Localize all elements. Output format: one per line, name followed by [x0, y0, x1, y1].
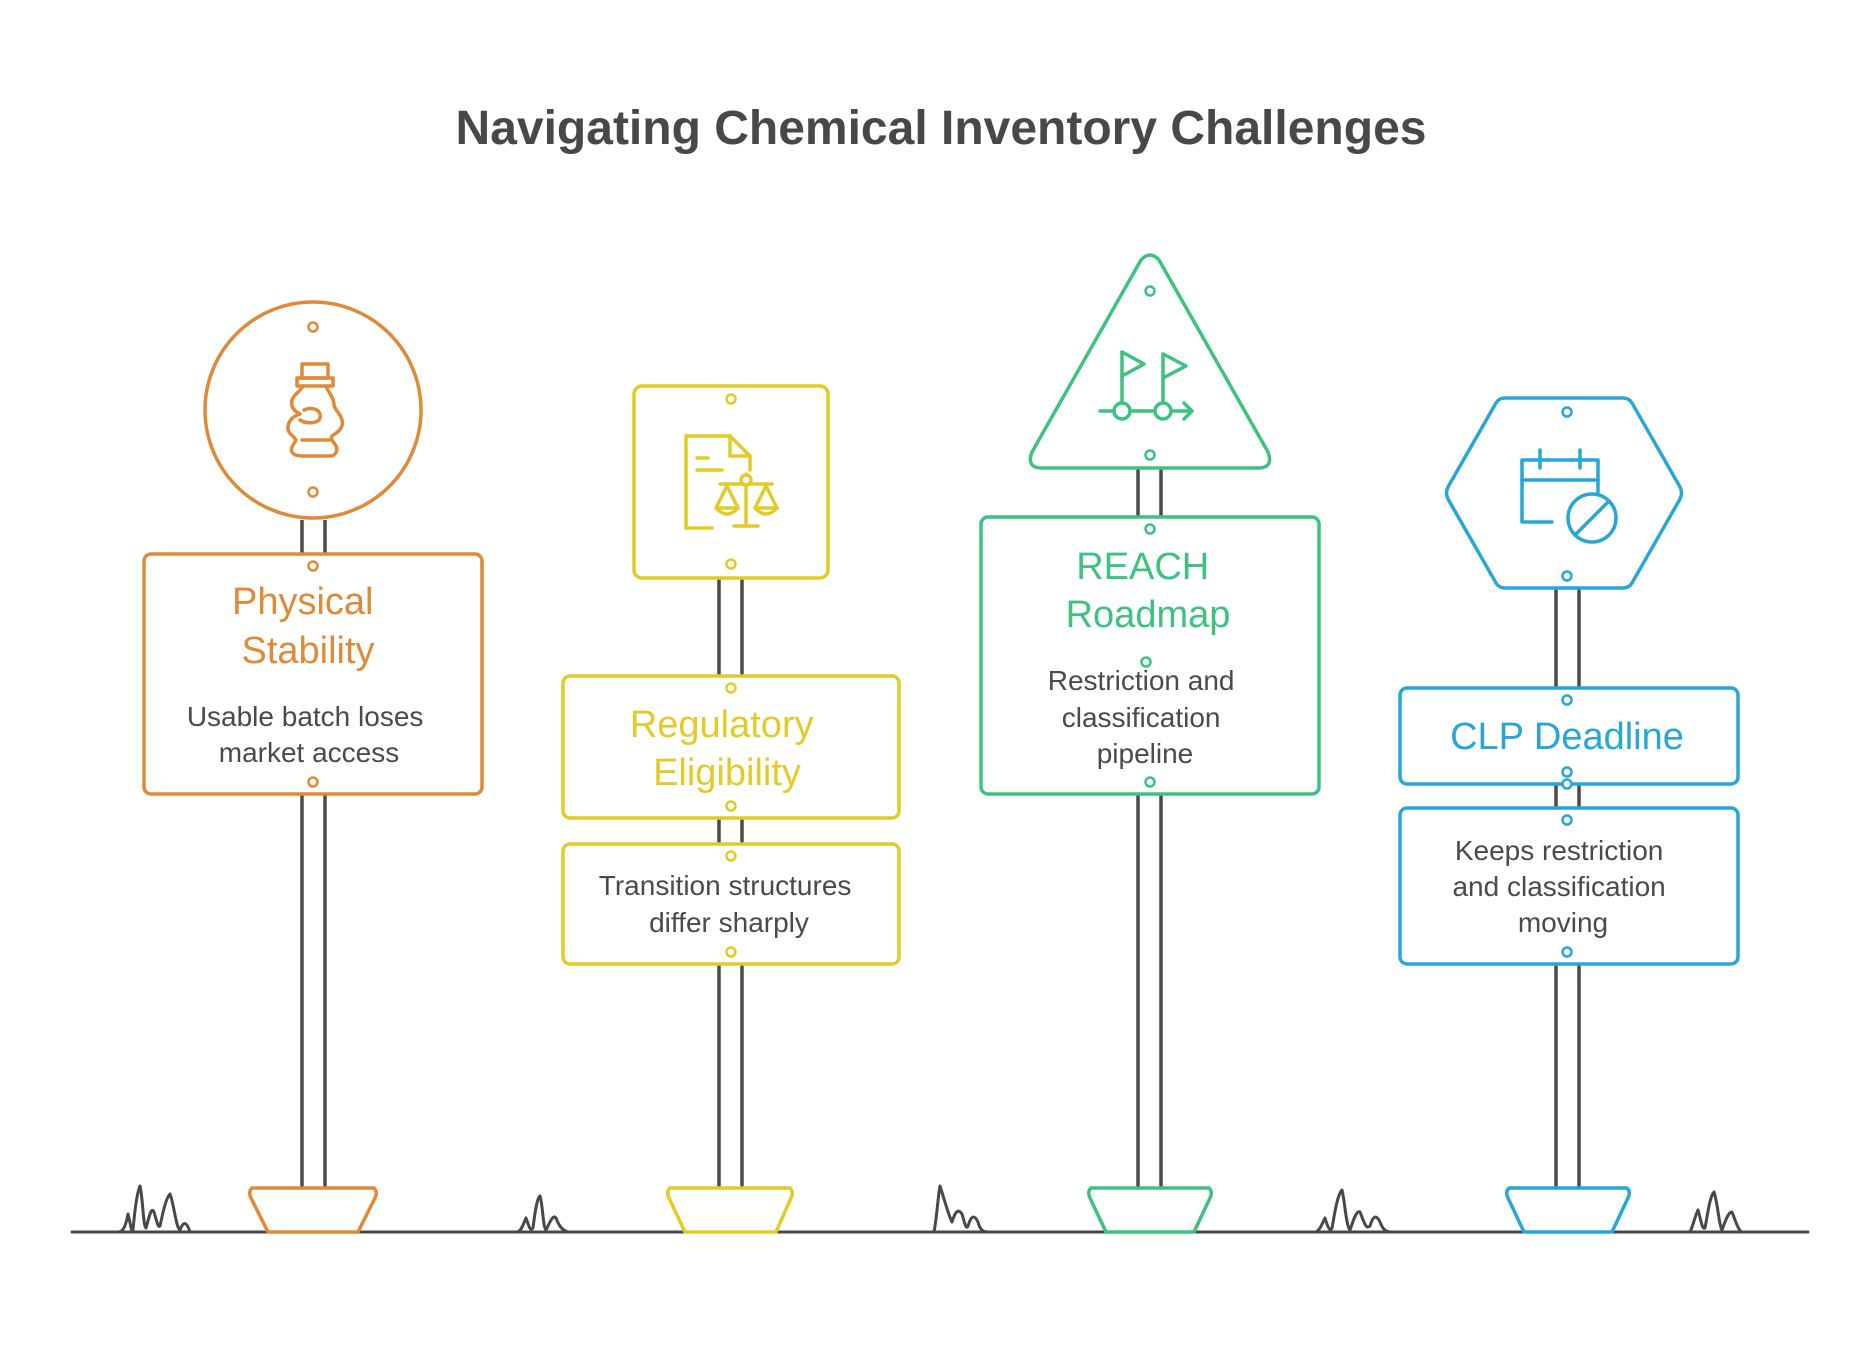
sign-description-line: classification	[1062, 702, 1221, 733]
sign-description-line: market access	[219, 737, 400, 768]
sign-square	[632, 384, 830, 580]
signpost-base	[665, 1186, 795, 1234]
sign-bolt	[1561, 570, 1573, 582]
sign-bolt	[725, 682, 737, 694]
sign-heading-line: REACH	[1076, 546, 1209, 588]
sign-bolt	[725, 850, 737, 862]
sign-heading-line: Regulatory	[630, 704, 814, 746]
sign-heading: Physical Stability	[232, 581, 384, 672]
sign-description-line: Restriction and	[1048, 665, 1235, 696]
sign-description-panel	[1398, 806, 1740, 966]
sign-heading-line: Eligibility	[653, 752, 801, 794]
sign-bolt	[725, 558, 737, 570]
sign-description: Transition structures differ sharply	[599, 870, 859, 938]
sign-heading-line: Roadmap	[1066, 594, 1231, 636]
sign-hexagon	[1444, 396, 1684, 590]
sign-bolt	[1144, 449, 1156, 461]
sign-description-line: and classification	[1452, 871, 1665, 902]
sign-bolt	[1561, 694, 1573, 706]
signpost-physical-stability: Physical Stability Usable batch loses ma…	[142, 300, 484, 1234]
sign-heading: REACH Roadmap	[1066, 546, 1231, 636]
sign-bolt	[1144, 523, 1156, 535]
sign-bolt	[1561, 778, 1573, 790]
sign-triangle	[1028, 253, 1272, 470]
diagram-title: Navigating Chemical Inventory Challenges	[456, 102, 1427, 155]
sign-bolt	[1561, 406, 1573, 418]
signpost-base	[1504, 1186, 1632, 1234]
sign-bolt	[1561, 766, 1573, 778]
sign-bolt	[725, 393, 737, 405]
sign-description: Restriction and classification pipeline	[1048, 665, 1243, 769]
sign-heading-panel	[142, 552, 484, 796]
sign-heading-line: Stability	[241, 630, 374, 672]
grass-tuft-4	[1314, 1188, 1394, 1234]
sign-description-line: moving	[1518, 907, 1608, 938]
sign-bolt	[1144, 776, 1156, 788]
sign-description-line: Transition structures	[599, 870, 852, 901]
sign-description-panel	[561, 842, 901, 966]
sign-bolt	[1140, 656, 1152, 668]
sign-bolt	[725, 946, 737, 958]
grass-tuft-2	[516, 1194, 570, 1234]
sign-heading: Regulatory Eligibility	[630, 704, 824, 794]
grass-tuft-1	[116, 1184, 192, 1234]
sign-bolt	[307, 321, 319, 333]
sign-description: Usable batch loses market access	[187, 701, 431, 768]
document-scale-icon	[684, 434, 779, 530]
sign-bolt	[1144, 285, 1156, 297]
signpost-base	[1086, 1186, 1214, 1234]
grass-tuft-5	[1688, 1190, 1744, 1234]
sign-description: Keeps restriction and classification mov…	[1452, 835, 1673, 938]
sign-heading-line: Physical	[232, 581, 374, 623]
signpost-clp-deadline: CLP Deadline Keeps restriction and class…	[1398, 396, 1740, 1234]
ground	[70, 1184, 1810, 1234]
sign-bolt	[307, 486, 319, 498]
grass-tuft-3	[932, 1184, 990, 1234]
sign-bolt	[1561, 814, 1573, 826]
signpost-regulatory-eligibility: Regulatory Eligibility Transition struct…	[561, 384, 901, 1234]
sign-bolt	[725, 800, 737, 812]
sign-heading-line: CLP Deadline	[1450, 716, 1684, 758]
calendar-blocked-icon	[1520, 448, 1618, 544]
sign-bolt	[307, 560, 319, 572]
sign-description-line: differ sharply	[649, 907, 809, 938]
signpost-reach-roadmap: REACH Roadmap Restriction and classifica…	[979, 253, 1321, 1234]
sign-description-line: Usable batch loses	[187, 701, 424, 732]
sign-heading-panel	[561, 674, 901, 820]
signpost-base	[247, 1186, 379, 1234]
sign-heading-panel	[979, 515, 1321, 796]
bottle-icon	[286, 362, 345, 458]
flags-route-icon	[1098, 350, 1194, 421]
sign-heading: CLP Deadline	[1450, 716, 1684, 758]
sign-bolt	[1561, 946, 1573, 958]
sign-bolt	[307, 776, 319, 788]
sign-description-line: Keeps restriction	[1455, 835, 1664, 866]
sign-description-line: pipeline	[1097, 738, 1194, 769]
